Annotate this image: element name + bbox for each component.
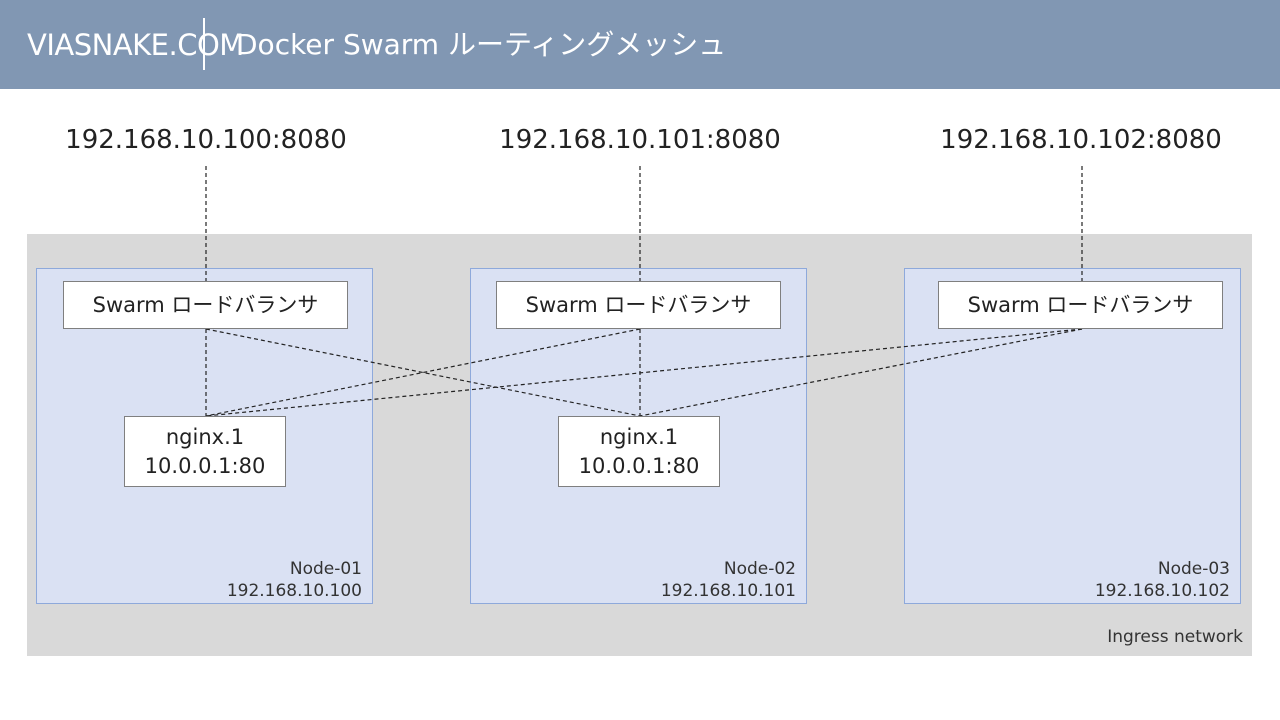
endpoint-label-1: 192.168.10.100:8080 — [65, 125, 347, 155]
service-name: nginx.1 — [165, 425, 245, 449]
header-bar: VIASNAKE.COM Docker Swarm ルーティングメッシュ — [0, 0, 1280, 89]
service-address: 10.0.0.1:80 — [144, 454, 266, 478]
ingress-network-label: Ingress network — [1107, 627, 1243, 647]
site-logo[interactable]: VIASNAKE.COM — [27, 28, 244, 62]
load-balancer-node-02: Swarm ロードバランサ — [496, 281, 781, 329]
service-address: 10.0.0.1:80 — [578, 454, 700, 478]
service-container-node-01: nginx.1 10.0.0.1:80 — [124, 416, 286, 487]
node-name: Node-01 — [289, 559, 362, 579]
node-ip: 192.168.10.102 — [1094, 581, 1230, 601]
lb1-to-svc2 — [205, 328, 641, 417]
service-container-node-02: nginx.1 10.0.0.1:80 — [558, 416, 720, 487]
lb3-to-svc2 — [639, 328, 1083, 417]
endpoint-label-2: 192.168.10.101:8080 — [499, 125, 781, 155]
load-balancer-node-03: Swarm ロードバランサ — [938, 281, 1223, 329]
lb3-to-svc1 — [205, 328, 1083, 417]
header-divider — [203, 18, 205, 70]
node-ip: 192.168.10.101 — [660, 581, 796, 601]
node-name: Node-02 — [723, 559, 796, 579]
page-title: Docker Swarm ルーティングメッシュ — [236, 28, 727, 61]
node-name: Node-03 — [1157, 559, 1230, 579]
load-balancer-node-01: Swarm ロードバランサ — [63, 281, 348, 329]
lb2-to-svc1 — [205, 328, 641, 417]
endpoint-label-3: 192.168.10.102:8080 — [940, 125, 1222, 155]
service-name: nginx.1 — [599, 425, 679, 449]
node-ip: 192.168.10.100 — [226, 581, 362, 601]
